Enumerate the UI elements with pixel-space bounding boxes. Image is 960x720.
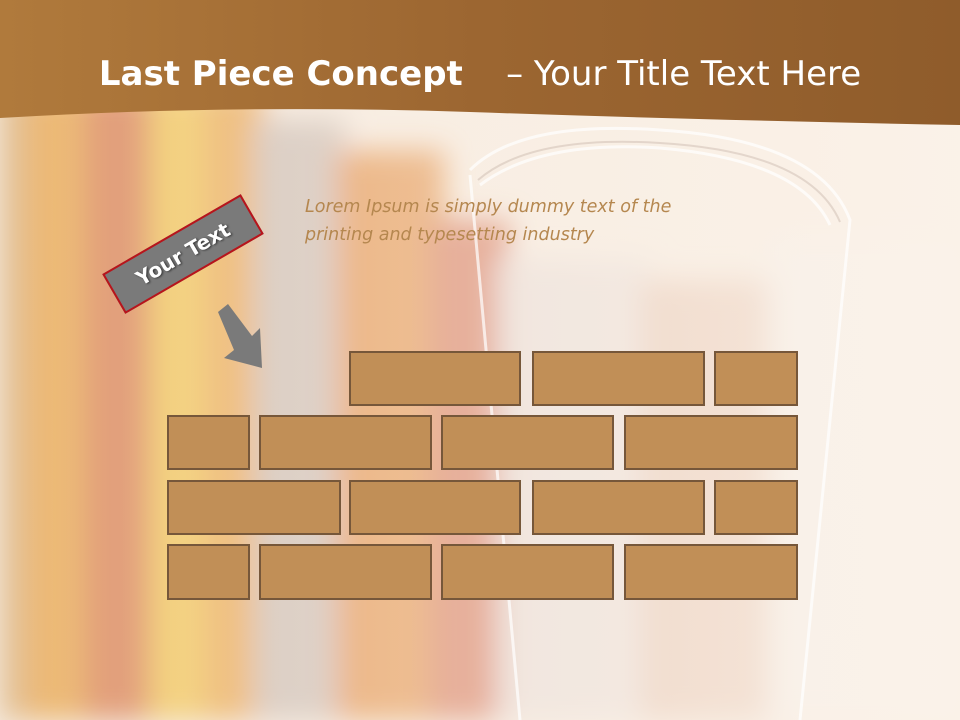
brick (167, 480, 341, 535)
subtitle-line-2: printing and typesetting industry (305, 225, 595, 245)
brick (349, 351, 521, 406)
brick (441, 544, 614, 600)
down-right-arrow-icon (218, 304, 262, 368)
brick (349, 480, 521, 535)
brick (259, 415, 432, 470)
slide-title: Last Piece Concept – Your Title Text Her… (0, 50, 960, 98)
subtitle-line-1: Lorem Ipsum is simply dummy text of the (305, 197, 672, 217)
brick (259, 544, 432, 600)
title-rest: – Your Title Text Here (506, 54, 862, 94)
brick (167, 544, 250, 600)
header-banner (0, 0, 960, 125)
brick (714, 351, 798, 406)
brick (624, 544, 798, 600)
brick (532, 480, 705, 535)
brick (441, 415, 614, 470)
subtitle-text: Lorem Ipsum is simply dummy text of the … (305, 193, 735, 249)
brick (714, 480, 798, 535)
brick (167, 415, 250, 470)
brick (624, 415, 798, 470)
title-bold: Last Piece Concept (98, 54, 463, 94)
brick (532, 351, 705, 406)
